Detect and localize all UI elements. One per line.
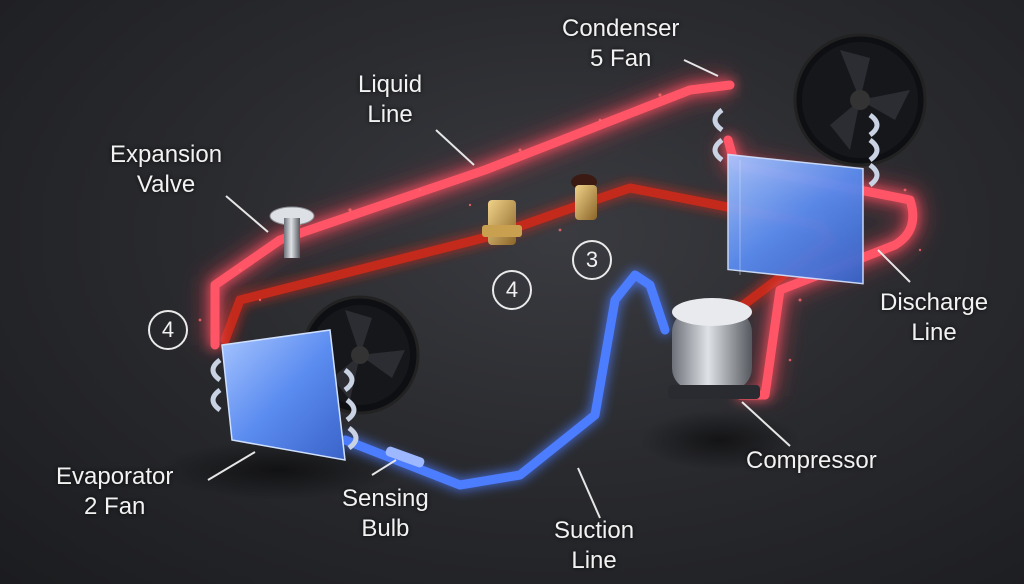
discharge-line-label-line1: Discharge bbox=[880, 289, 989, 316]
discharge-line-label-line2: Line bbox=[911, 319, 957, 346]
condenser-label-line1: Condenser bbox=[562, 15, 680, 42]
compressor-body bbox=[668, 298, 760, 399]
compressor-label-line1: Compressor bbox=[746, 447, 877, 474]
compressor-shadow bbox=[640, 410, 800, 470]
sensing-bulb-label: Sensing Bulb bbox=[342, 484, 429, 544]
marker-right: 3 bbox=[572, 240, 612, 280]
condenser-label: Condenser 5 Fan bbox=[562, 14, 679, 74]
evaporator-label-line2: 2 Fan bbox=[84, 493, 146, 520]
condenser-label-line2: 5 Fan bbox=[590, 45, 652, 72]
expansion-valve-label: Expansion Valve bbox=[110, 140, 222, 200]
expansion-valve-shape bbox=[269, 206, 315, 258]
liquid-line-label: Liquid Line bbox=[358, 70, 422, 130]
sensing-bulb-label-line2: Bulb bbox=[361, 515, 410, 542]
suction-line-label-line1: Suction bbox=[554, 517, 635, 544]
brass-valve-left bbox=[482, 200, 522, 245]
liquid-line-pipe bbox=[210, 80, 735, 350]
evaporator-label-line1: Evaporator bbox=[56, 463, 174, 490]
marker-middle: 4 bbox=[492, 270, 532, 310]
suction-line-label-line2: Line bbox=[571, 547, 617, 574]
condenser-fan bbox=[793, 33, 927, 167]
sensing-bulb-label-line1: Sensing bbox=[342, 485, 429, 512]
evaporator-coil bbox=[210, 329, 359, 461]
marker-left: 4 bbox=[148, 310, 188, 350]
liquid-line-label-line1: Liquid bbox=[358, 71, 423, 98]
suction-line-label: Suction Line bbox=[554, 516, 634, 576]
expansion-valve-label-line1: Expansion bbox=[110, 141, 223, 168]
leader-lines bbox=[207, 59, 911, 519]
discharge-line-label: Discharge Line bbox=[880, 288, 988, 348]
compressor-label: Compressor bbox=[746, 446, 877, 476]
expansion-valve-label-line2: Valve bbox=[136, 171, 196, 198]
liquid-line-label-line2: Line bbox=[367, 101, 413, 128]
suction-line-pipe bbox=[340, 270, 670, 490]
sensing-bulb-shape bbox=[385, 446, 425, 468]
evaporator-label: Evaporator 2 Fan bbox=[56, 462, 173, 522]
brass-valve-right bbox=[571, 174, 597, 220]
condenser-coil bbox=[712, 107, 880, 285]
